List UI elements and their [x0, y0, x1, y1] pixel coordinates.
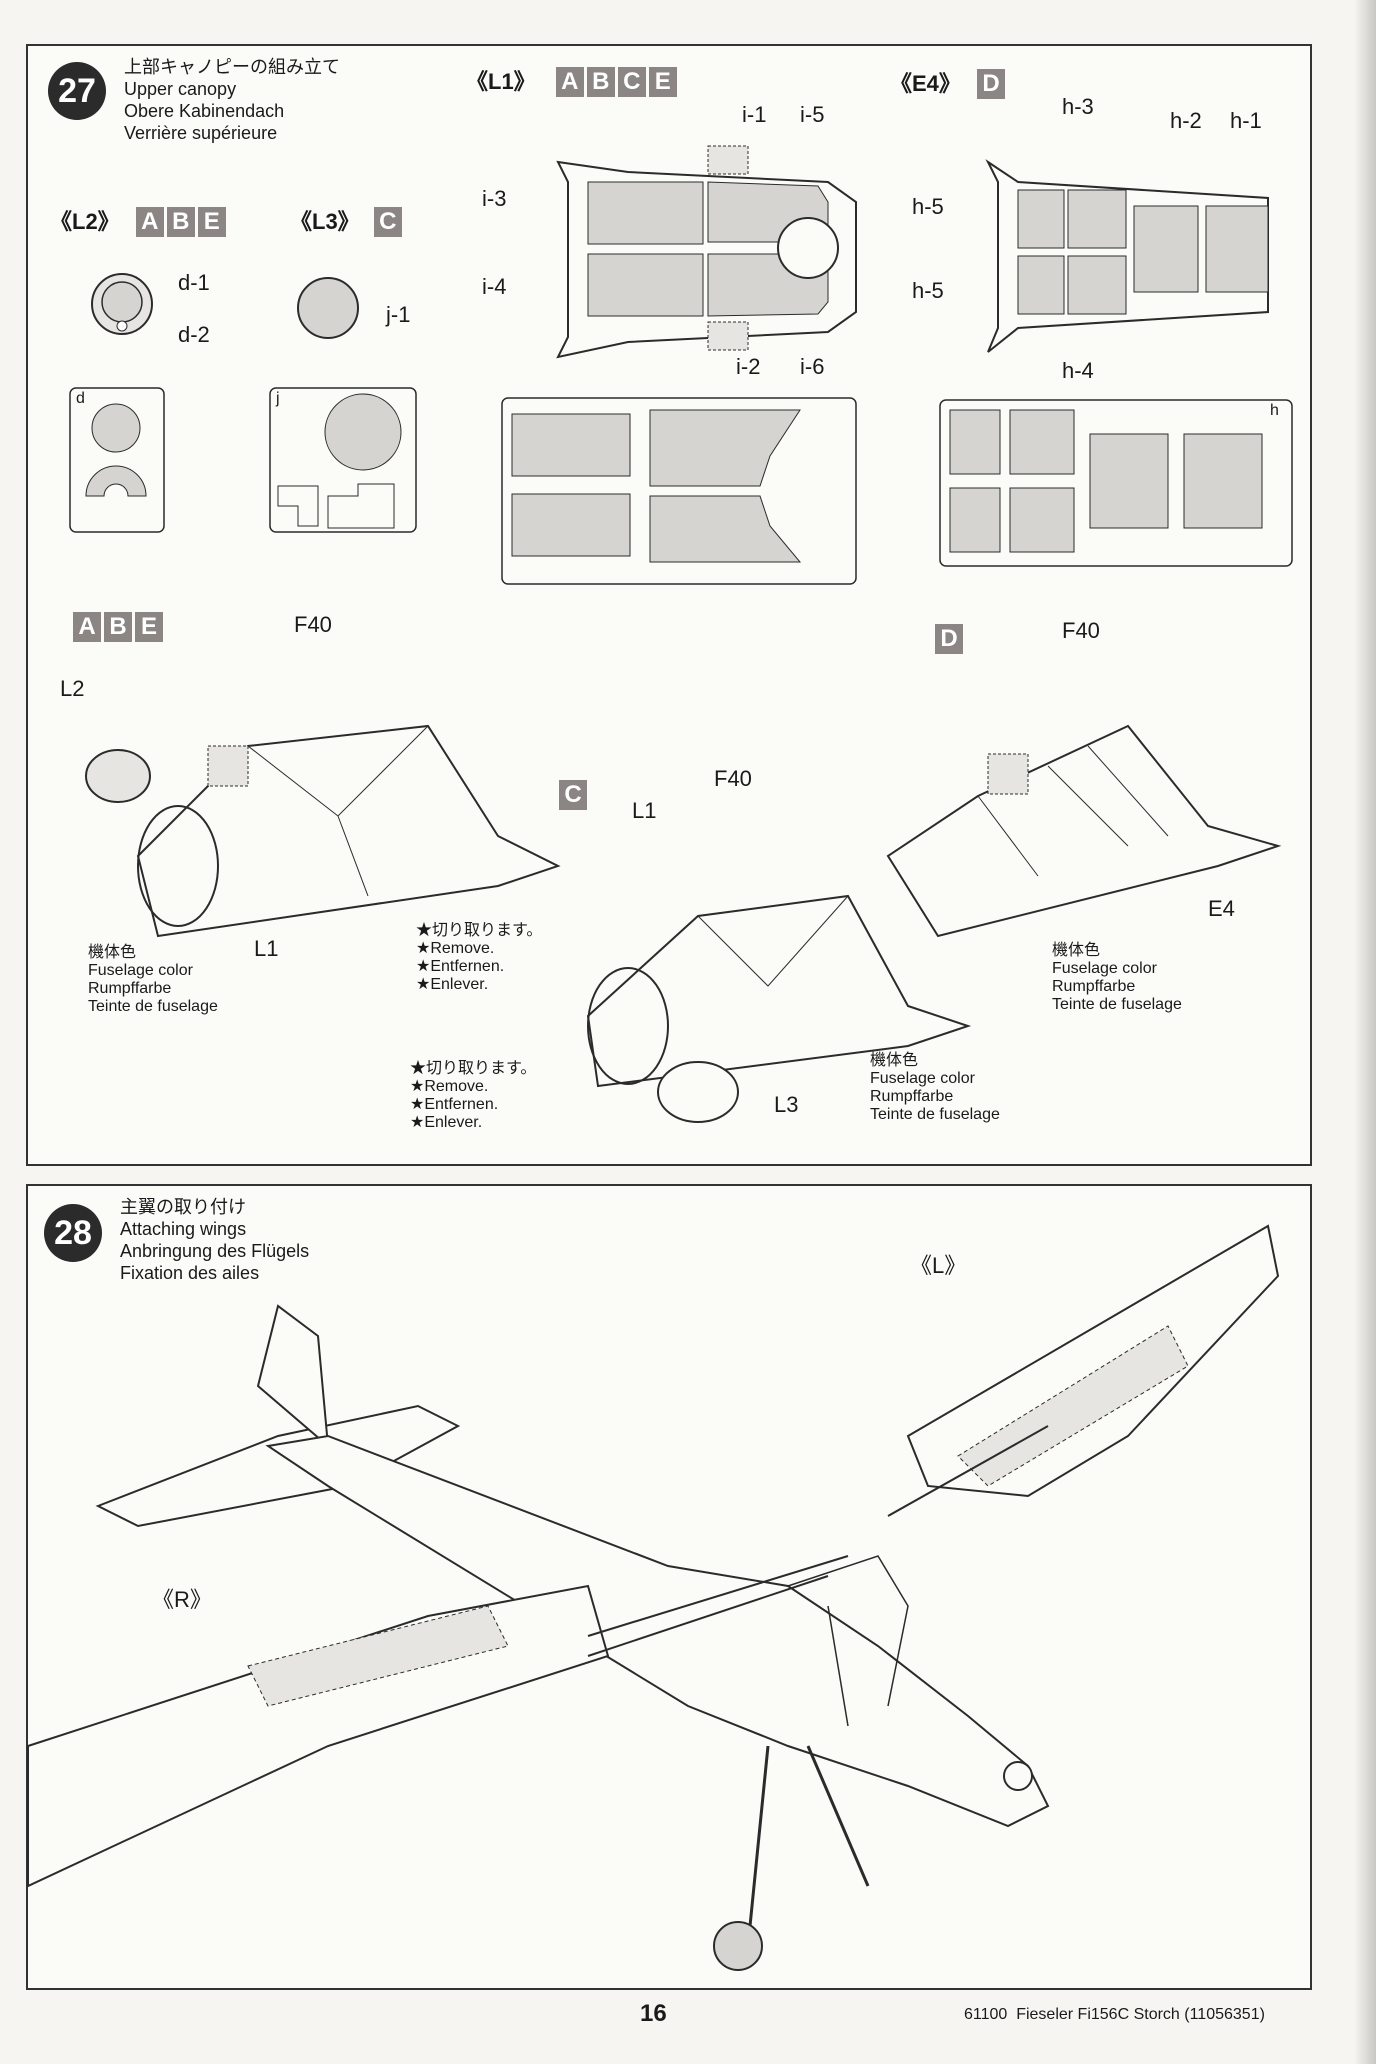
mask-sheet-h — [939, 399, 1293, 567]
part-label: F40 — [294, 612, 332, 637]
part-label: h-5 — [912, 194, 944, 219]
part-label: h-3 — [1062, 94, 1094, 119]
aircraft-wing-assembly-diagram — [27, 1224, 1280, 1971]
part-label: F40 — [714, 766, 752, 791]
e4-canopy-top-view — [985, 159, 1269, 353]
title-fr: Fixation des ailes — [120, 1263, 260, 1283]
l3-label: 《L3》 — [290, 209, 360, 234]
title-en: Attaching wings — [120, 1219, 247, 1239]
mask-sheet-j — [269, 387, 417, 533]
version-d: D — [932, 624, 963, 654]
part-label: i-5 — [800, 102, 825, 127]
left-wing-label: 《L》 — [910, 1253, 967, 1278]
e4-set-label: 《E4》 D — [890, 66, 1006, 99]
remove-note: ★切り取ります。 ★Remove. ★Entfernen. ★Enlever. — [410, 1060, 537, 1131]
version-badge: E — [648, 67, 677, 97]
product-code: 61100 Fieseler Fi156C Storch (11056351) — [964, 2006, 1265, 2023]
step-number: 27 — [48, 62, 106, 120]
sheet-letter: j — [276, 390, 280, 407]
part-label: L1 — [632, 798, 657, 823]
sheet-letter: h — [1270, 402, 1279, 419]
version-badge: C — [617, 67, 646, 97]
step-title: 上部キャノピーの組み立て Upper canopy Obere Kabinend… — [124, 56, 340, 144]
title-de: Anbringung des Flügels — [120, 1241, 310, 1261]
canopy-assembly-d — [886, 724, 1282, 938]
version-badge: A — [73, 612, 101, 642]
l3-mask-diagram — [297, 277, 359, 339]
color-note: 機体色 Fuselage color Rumpffarbe Teinte de … — [1052, 942, 1182, 1013]
version-badge: A — [555, 67, 584, 97]
version-badge: B — [104, 612, 132, 642]
part-label: d-2 — [178, 322, 210, 347]
mask-sheet-i — [501, 397, 857, 585]
title-en: Upper canopy — [124, 79, 237, 99]
version-c: C — [556, 780, 587, 810]
part-label: L1 — [254, 936, 279, 961]
version-badge: A — [135, 207, 164, 237]
remove-note: ★切り取ります。 ★Remove. ★Entfernen. ★Enlever. — [416, 922, 543, 993]
part-label: L2 — [60, 676, 85, 701]
part-label: i-2 — [736, 354, 761, 379]
title-jp: 主翼の取り付け — [120, 1197, 246, 1217]
version-badge: B — [166, 207, 195, 237]
part-label: E4 — [1208, 896, 1235, 921]
part-label: i-6 — [800, 354, 825, 379]
title-jp: 上部キャノピーの組み立て — [124, 57, 340, 77]
canopy-assembly-c — [586, 894, 972, 1123]
version-badge: B — [586, 67, 615, 97]
page-edge-shadow — [1354, 0, 1376, 2064]
part-label: d-1 — [178, 270, 210, 295]
version-badge: E — [197, 207, 226, 237]
mask-sheet-d — [69, 387, 165, 533]
part-label: h-4 — [1062, 358, 1094, 383]
canopy-assembly-abe — [136, 724, 561, 938]
part-label: L3 — [774, 1092, 799, 1117]
title-de: Obere Kabinendach — [124, 101, 285, 121]
part-label: j-1 — [386, 302, 411, 327]
step-28-panel: 28 主翼の取り付け Attaching wings Anbringung de… — [26, 1184, 1312, 1990]
sheet-letter: d — [76, 390, 85, 407]
l2-label: 《L2》 — [50, 209, 120, 234]
part-label: F40 — [1062, 618, 1100, 643]
l1-label: 《L1》 — [466, 69, 536, 94]
right-wing-label: 《R》 — [152, 1587, 212, 1612]
l1-canopy-top-view — [556, 145, 857, 359]
part-label: i-4 — [482, 274, 507, 299]
e4-label: 《E4》 — [890, 71, 961, 96]
step-title: 主翼の取り付け Attaching wings Anbringung des F… — [120, 1196, 309, 1284]
part-label: h-5 — [912, 278, 944, 303]
part-label: i-1 — [742, 102, 767, 127]
version-badge: E — [135, 612, 163, 642]
version-badge: C — [559, 780, 587, 810]
l2-mask-diagram — [91, 273, 153, 335]
color-note: 機体色 Fuselage color Rumpffarbe Teinte de … — [88, 944, 218, 1015]
l2-lens-part — [85, 749, 151, 803]
version-badge: D — [935, 624, 963, 654]
step-27-panel: 27 上部キャノピーの組み立て Upper canopy Obere Kabin… — [26, 44, 1312, 1166]
l3-set-label: 《L3》 C — [290, 204, 402, 237]
version-badge: C — [373, 207, 402, 237]
part-label: i-3 — [482, 186, 507, 211]
version-badge: D — [977, 69, 1006, 99]
page-number: 16 — [640, 2000, 667, 2027]
part-label: h-1 — [1230, 108, 1262, 133]
step-number: 28 — [44, 1204, 102, 1262]
color-note: 機体色 Fuselage color Rumpffarbe Teinte de … — [870, 1052, 1000, 1123]
part-label: h-2 — [1170, 108, 1202, 133]
title-fr: Verrière supérieure — [124, 123, 278, 143]
